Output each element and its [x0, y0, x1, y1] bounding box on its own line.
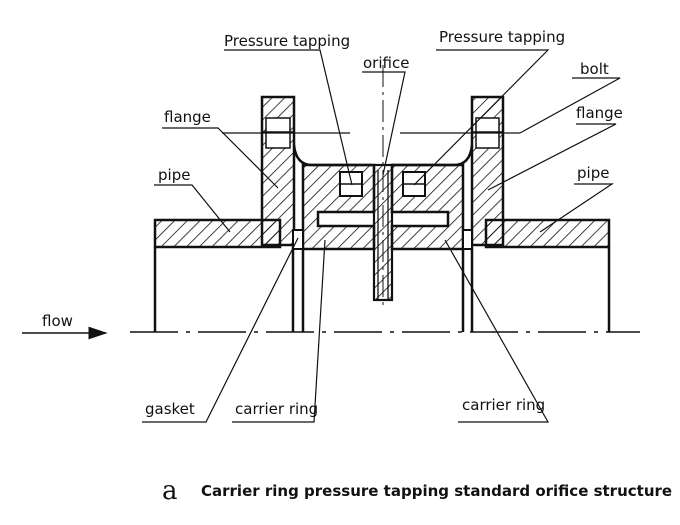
label-pressure-tapping-left: Pressure tapping: [224, 32, 350, 50]
flange-right-curve: [392, 144, 474, 167]
gasket-left: [292, 229, 304, 250]
label-gasket: gasket: [145, 400, 195, 418]
leader-lines: [142, 49, 621, 423]
gasket-right: [462, 229, 473, 250]
label-pipe-right: pipe: [577, 164, 609, 182]
pipe-right: [484, 218, 611, 249]
carrier-ring-left: [301, 163, 376, 251]
label-pressure-tapping-right: Pressure tapping: [439, 28, 565, 46]
label-flange-right: flange: [576, 104, 623, 122]
caption-text: Carrier ring pressure tapping standard o…: [201, 482, 672, 500]
label-carrier-ring-left: carrier ring: [235, 400, 318, 418]
caption-letter: a: [162, 476, 178, 506]
label-carrier-ring-right: carrier ring: [462, 396, 545, 414]
label-flow: flow: [42, 312, 73, 330]
label-flange-left: flange: [164, 108, 211, 126]
flange-left-curve: [292, 144, 372, 167]
label-pipe-left: pipe: [158, 166, 190, 184]
label-orifice: orifice: [363, 54, 409, 72]
label-bolt: bolt: [580, 60, 609, 78]
orifice-plate: [372, 163, 394, 302]
pipe-left: [153, 218, 282, 249]
